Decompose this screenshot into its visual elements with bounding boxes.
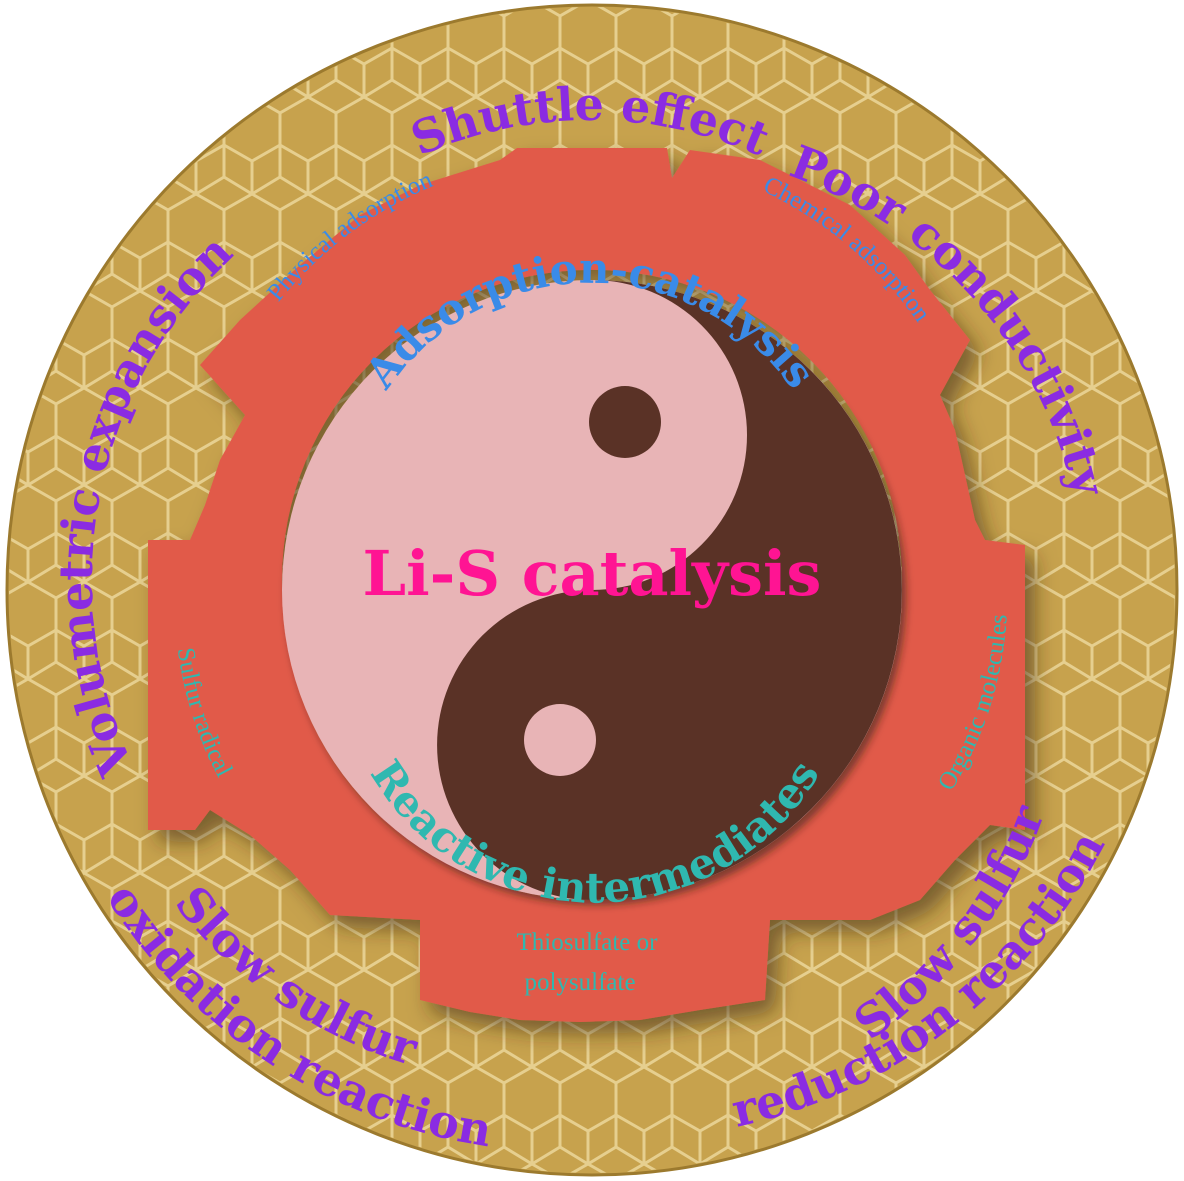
- yin-dot: [524, 704, 596, 776]
- mechanism-thiosulfate-line2: polysulfate: [524, 969, 635, 996]
- yin-yang: [282, 280, 902, 900]
- center-title: Li-S catalysis: [363, 537, 822, 610]
- mechanism-thiosulfate-line1: Thiosulfate or: [517, 929, 659, 956]
- yang-dot: [589, 386, 661, 458]
